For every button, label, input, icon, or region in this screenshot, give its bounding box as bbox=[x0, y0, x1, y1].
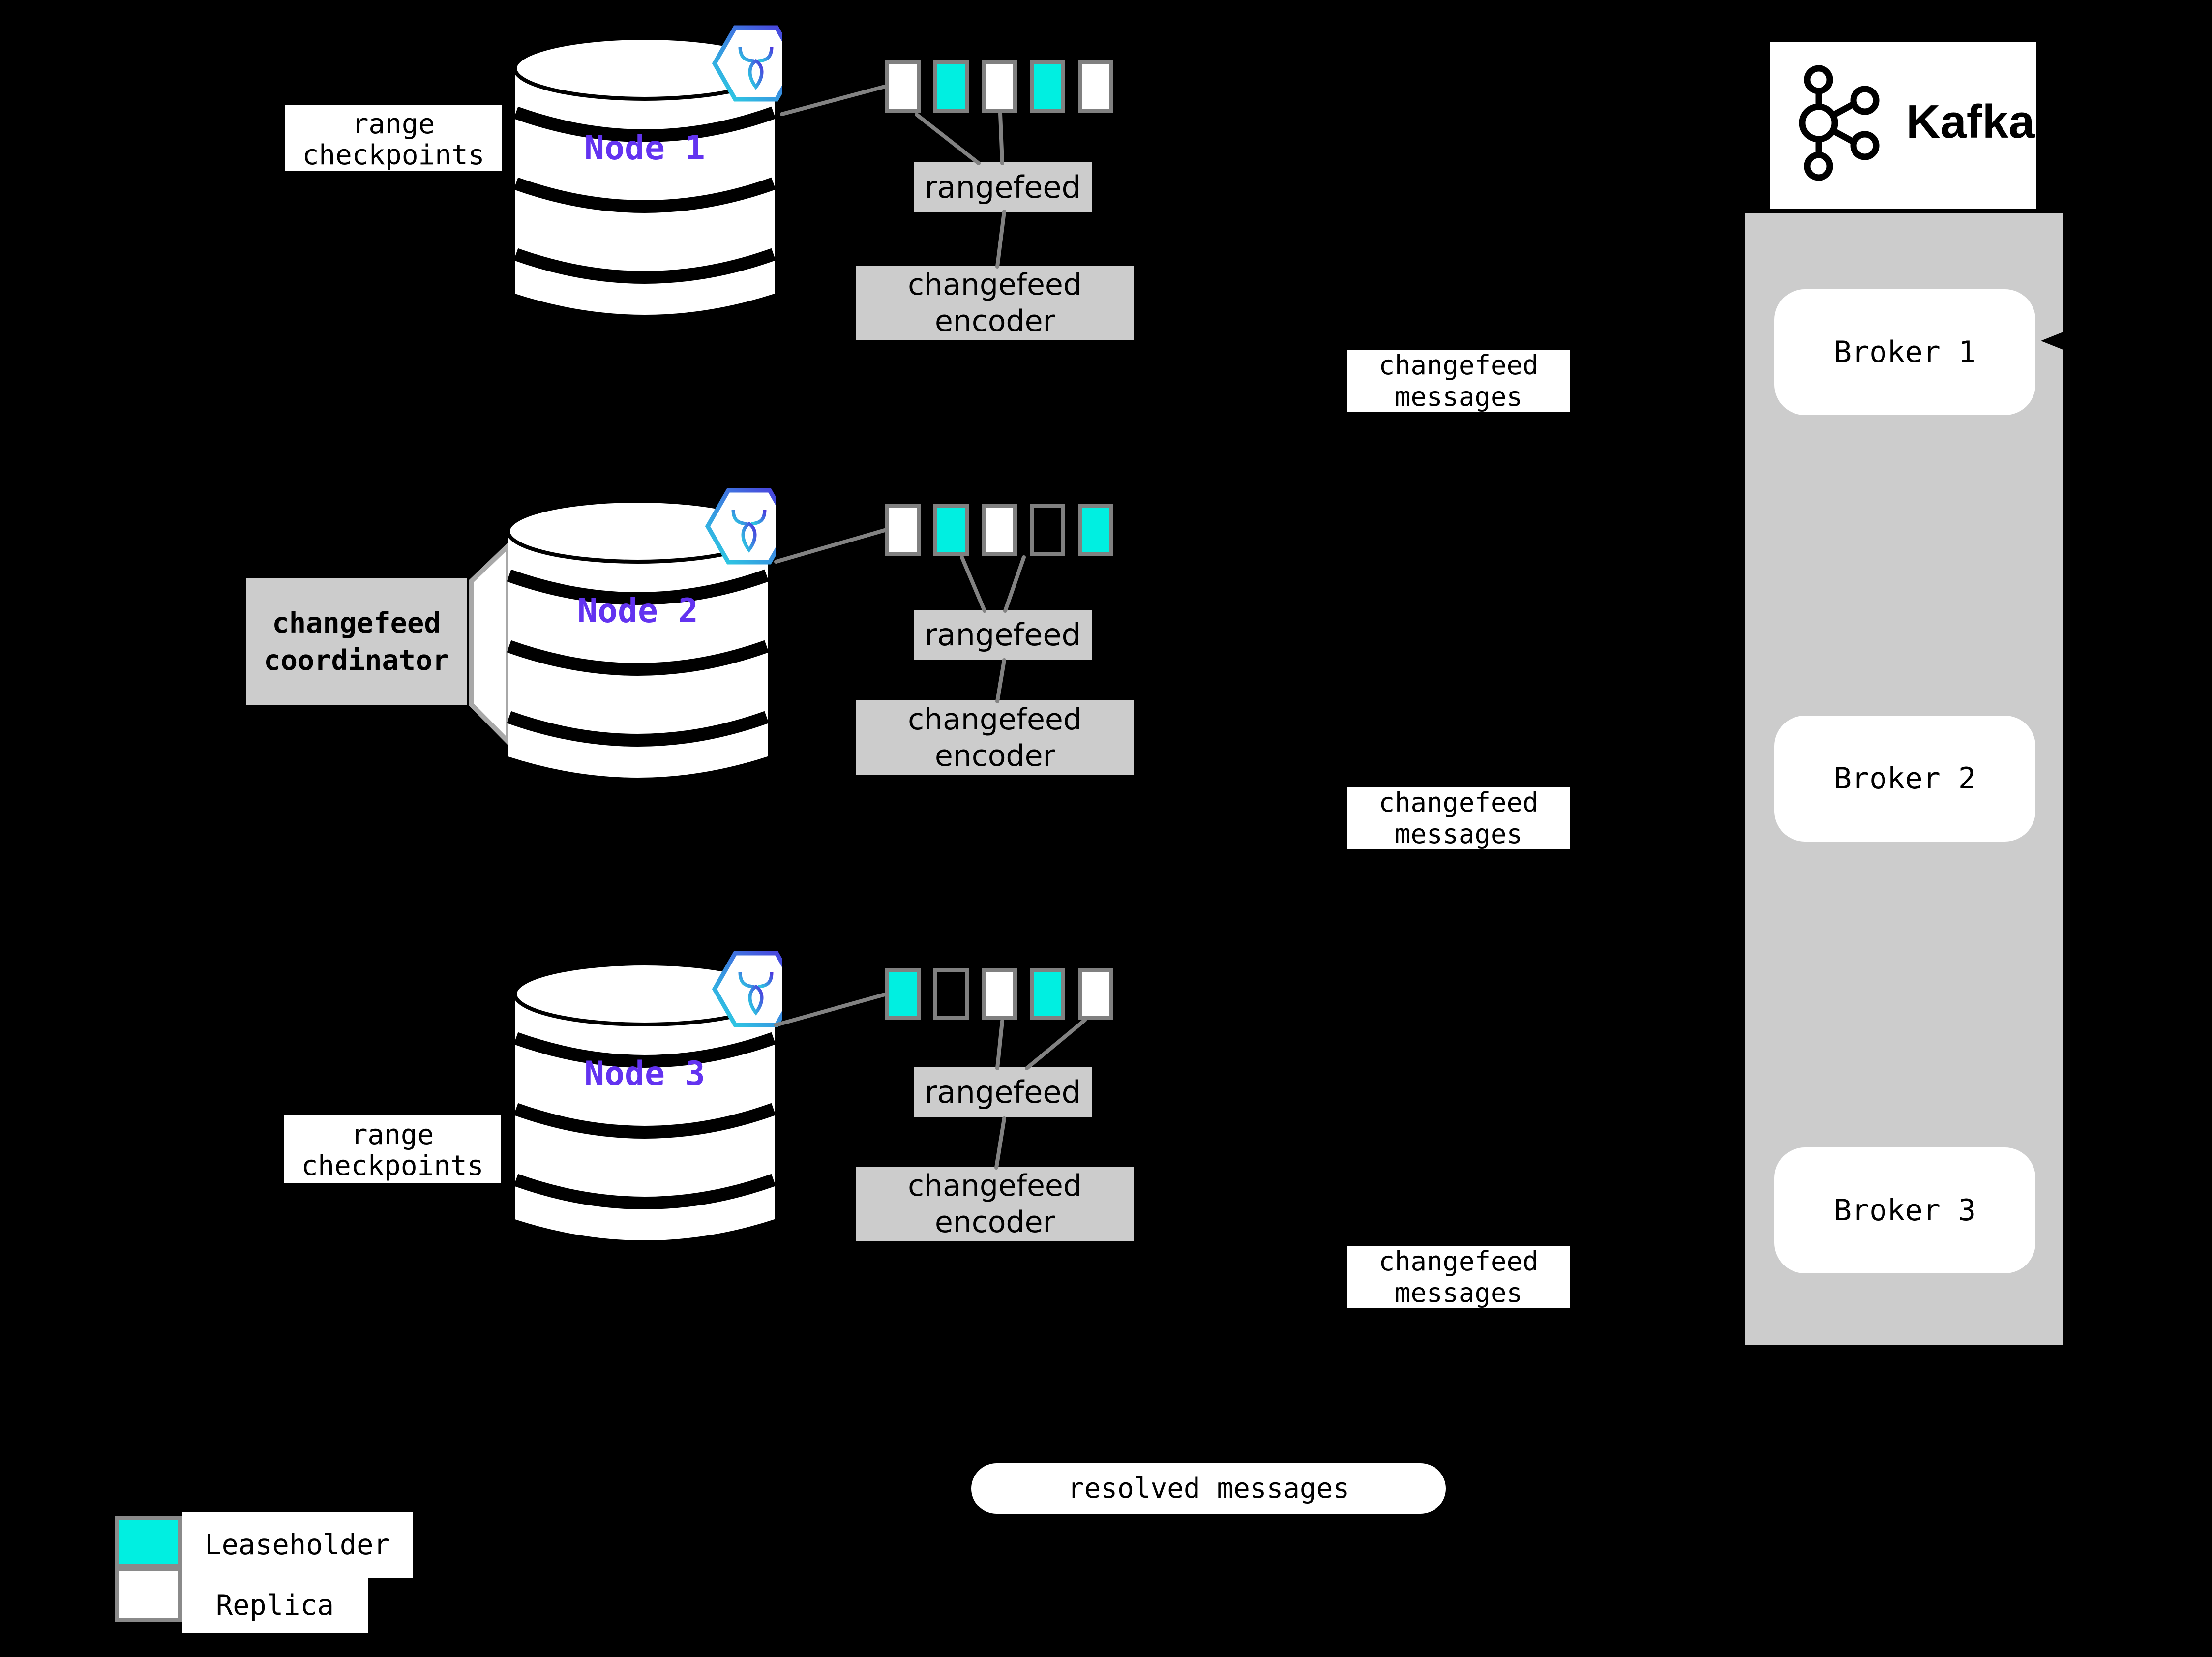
changefeed-messages-label-2: changefeed messages bbox=[1347, 787, 1570, 849]
line-range4-to-rangefeed2 bbox=[1003, 555, 1026, 613]
changefeed-messages-label-1: changefeed messages bbox=[1347, 350, 1570, 412]
line-range3-to-rangefeed3 bbox=[995, 1019, 1004, 1070]
changefeed-encoder-box-node2: changefeed encoder bbox=[856, 700, 1134, 775]
node2-range-4 bbox=[1030, 504, 1065, 556]
node3-range-3 bbox=[982, 968, 1017, 1020]
changefeed-encoder-box-node1: changefeed encoder bbox=[856, 266, 1134, 340]
kafka-logo-text: Kafka bbox=[1906, 95, 2035, 148]
line-rangefeed2-to-encoder2 bbox=[995, 658, 1006, 703]
node1-label: Node 1 bbox=[584, 129, 705, 168]
line-range1-to-rangefeed1 bbox=[915, 113, 981, 165]
cockroachdb-icon bbox=[712, 25, 782, 102]
line-rangefeed1-to-encoder1 bbox=[995, 210, 1006, 269]
line-range3-to-rangefeed1 bbox=[998, 112, 1004, 165]
line-node1-to-range bbox=[780, 85, 887, 116]
cockroachdb-icon bbox=[705, 488, 776, 565]
line-node2-to-range bbox=[774, 528, 887, 564]
node1-range-2 bbox=[933, 60, 969, 113]
node2-range-1 bbox=[885, 504, 921, 556]
node2-range-5 bbox=[1078, 504, 1113, 556]
kafka-logo-box: Kafka bbox=[1770, 42, 2036, 209]
line-range5-to-rangefeed3 bbox=[1025, 1018, 1087, 1070]
resolved-messages-label: resolved messages bbox=[971, 1463, 1446, 1514]
node3-range-2 bbox=[933, 968, 969, 1020]
changefeed-messages-label-3: changefeed messages bbox=[1347, 1246, 1570, 1308]
legend-leaseholder-label: Leaseholder bbox=[182, 1512, 413, 1578]
broker-2: Broker 2 bbox=[1774, 716, 2035, 842]
node1-range-3 bbox=[982, 60, 1017, 113]
node1-range-5 bbox=[1078, 60, 1113, 113]
changefeed-coordinator-label: changefeed coordinator bbox=[246, 578, 467, 705]
rangefeed-box-node3: rangefeed bbox=[914, 1067, 1092, 1117]
node2-label: Node 2 bbox=[577, 592, 698, 631]
line-node3-to-range bbox=[774, 993, 887, 1027]
kafka-icon bbox=[1799, 65, 1880, 181]
legend-leaseholder-swatch bbox=[115, 1516, 182, 1567]
arrowhead-into-broker1 bbox=[2041, 328, 2073, 354]
node3-range-1 bbox=[885, 968, 921, 1020]
legend-replica-swatch bbox=[115, 1567, 182, 1622]
node3-database-cylinder bbox=[513, 951, 782, 1240]
node1-range-4 bbox=[1030, 60, 1065, 113]
rangefeed-box-node2: rangefeed bbox=[914, 610, 1092, 660]
node3-range-5 bbox=[1078, 968, 1113, 1020]
node1-database-cylinder bbox=[513, 25, 782, 315]
node2-database-cylinder bbox=[506, 488, 776, 778]
node3-label: Node 3 bbox=[584, 1054, 705, 1093]
range-checkpoints-label-node3: range checkpoints bbox=[284, 1115, 501, 1183]
line-rangefeed3-to-encoder3 bbox=[994, 1116, 1006, 1170]
node2-range-3 bbox=[982, 504, 1017, 556]
node3-range-4 bbox=[1030, 968, 1065, 1020]
legend-replica-label: Replica bbox=[182, 1578, 368, 1633]
rangefeed-box-node1: rangefeed bbox=[914, 162, 1092, 212]
node2-range-2 bbox=[933, 504, 969, 556]
range-checkpoints-label-node1: range checkpoints bbox=[285, 105, 502, 171]
line-range2-to-rangefeed2 bbox=[960, 555, 986, 613]
broker-1: Broker 1 bbox=[1774, 289, 2035, 415]
broker-3: Broker 3 bbox=[1774, 1147, 2035, 1273]
changefeed-encoder-box-node3: changefeed encoder bbox=[856, 1167, 1134, 1241]
node1-range-1 bbox=[885, 60, 921, 113]
